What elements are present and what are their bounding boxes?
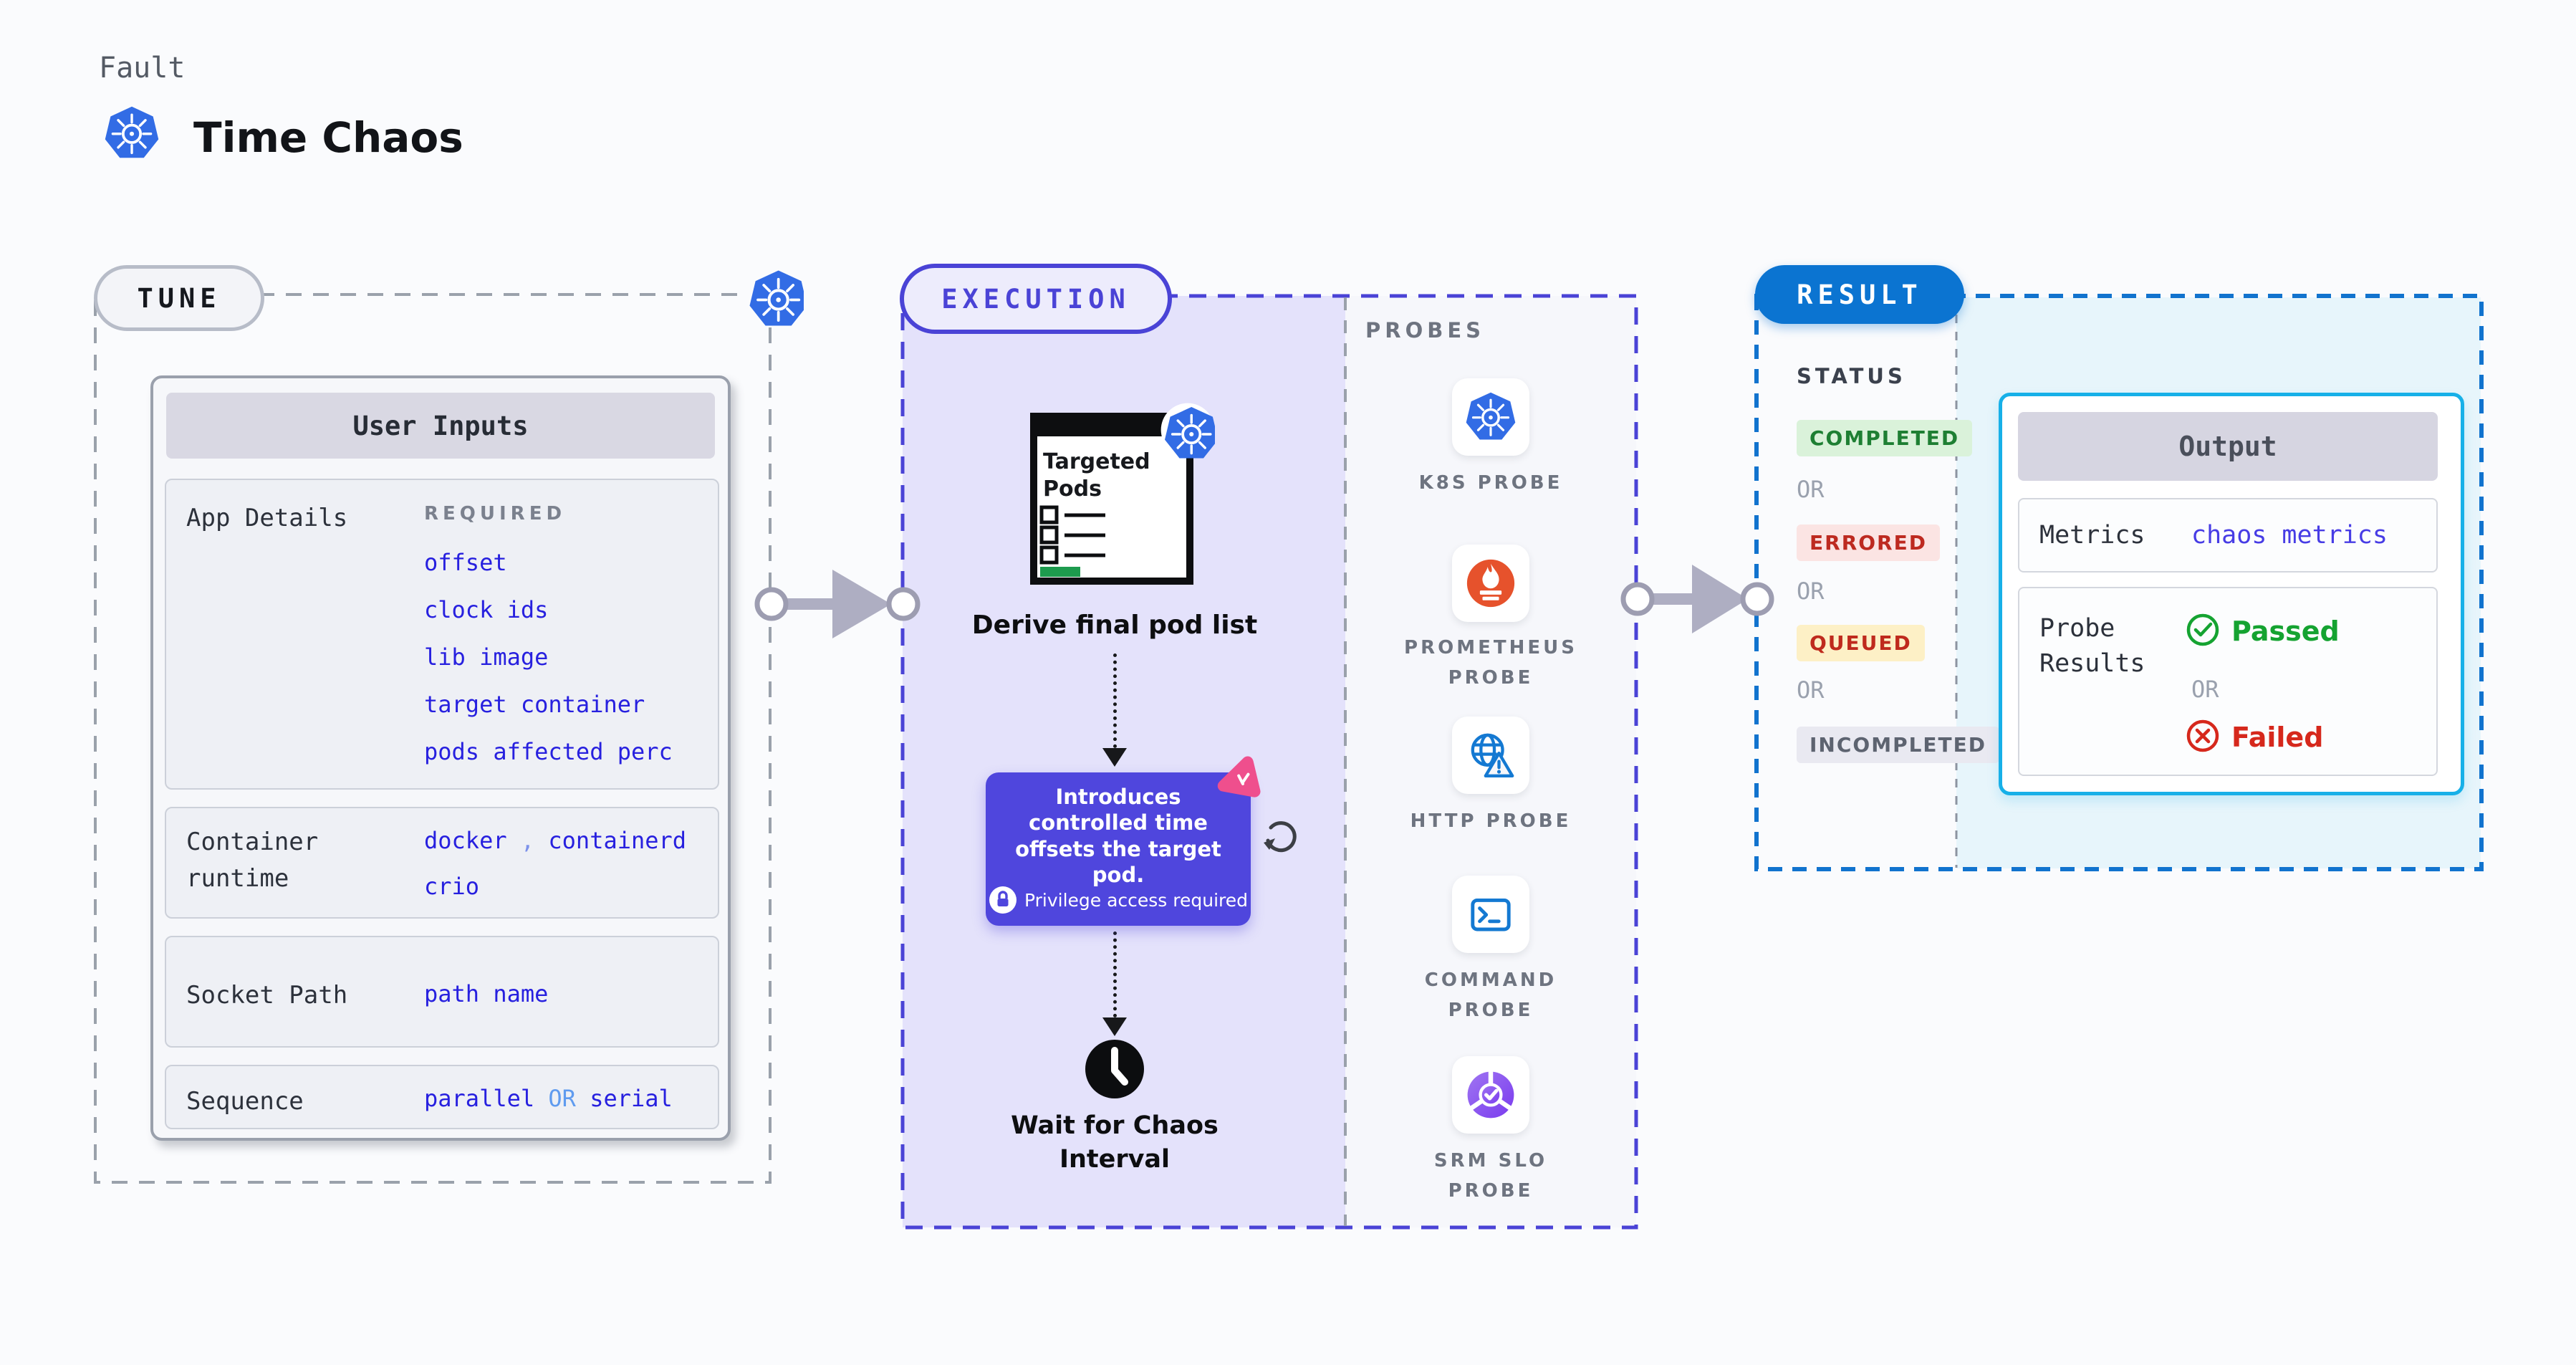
wait-interval-label: Wait for Chaos Interval	[1011, 1111, 1219, 1174]
failed-label: Failed	[2231, 722, 2324, 753]
metrics-row: Metrics chaos metrics	[2018, 498, 2438, 573]
status-incompleted-badge: INCOMPLETED	[1797, 727, 2000, 763]
kubernetes-icon	[105, 105, 159, 162]
link-clock-ids[interactable]: clock ids	[424, 596, 549, 623]
refresh-icon	[1264, 821, 1297, 853]
flow-connector	[1113, 931, 1117, 1017]
app-details-label: App Details	[186, 504, 348, 532]
srm-slo-probe-label: SRM SLO PROBE	[1433, 1150, 1548, 1202]
link-lib-image[interactable]: lib image	[424, 643, 549, 671]
clock-icon	[1085, 1040, 1144, 1098]
http-probe-card	[1452, 717, 1529, 794]
pod-checklist	[1039, 505, 1105, 565]
app-details-section: App Details REQUIRED offset clock ids li…	[165, 479, 719, 790]
lock-icon	[989, 886, 1017, 914]
terminal-icon	[1471, 898, 1511, 931]
page-title: Time Chaos	[193, 113, 463, 162]
fault-kicker: Fault	[99, 52, 186, 85]
sequence-or: OR	[548, 1085, 576, 1112]
output-title: Output	[2018, 412, 2438, 481]
runtime-containerd[interactable]: containerd	[548, 827, 687, 854]
arrow-down-icon	[1102, 748, 1127, 767]
svg-text:Targeted: Targeted	[1043, 449, 1150, 474]
command-probe-card	[1452, 876, 1529, 953]
tooltip-note-text: Privilege access required	[1024, 889, 1249, 911]
runtime-crio[interactable]: crio	[424, 873, 480, 900]
prometheus-probe-card	[1452, 545, 1529, 622]
required-label: REQUIRED	[424, 503, 567, 525]
result-dashed-frame	[1754, 294, 2484, 871]
kubernetes-icon	[1160, 403, 1215, 459]
arrow-execution-to-result	[1620, 565, 1774, 633]
tooltip-note: Privilege access required	[986, 886, 1251, 914]
runtime-docker[interactable]: docker	[424, 827, 507, 854]
k8s-probe-label: K8S PROBE	[1418, 472, 1563, 494]
check-circle-icon	[2186, 613, 2219, 646]
tune-badge: TUNE	[94, 265, 264, 331]
k8s-probe-card	[1452, 378, 1529, 456]
fault-tooltip: Introduces controlled time offsets the t…	[986, 756, 1261, 926]
container-runtime-label: Container runtime	[186, 828, 319, 893]
metrics-label: Metrics	[2039, 521, 2145, 550]
probes-label: PROBES	[1365, 318, 1486, 343]
tune-dashed-frame	[94, 293, 772, 1184]
probe-results-label: Probe Results	[2039, 614, 2145, 678]
http-probe-label: HTTP PROBE	[1410, 810, 1572, 832]
status-or: OR	[1797, 476, 1825, 503]
metrics-value[interactable]: chaos metrics	[2191, 521, 2388, 550]
derive-pod-list-label: Derive final pod list	[971, 610, 1258, 640]
socket-path-label: Socket Path	[186, 981, 348, 1010]
kubernetes-icon	[745, 266, 804, 327]
link-target-container[interactable]: target container	[424, 691, 645, 718]
srm-slo-probe-card	[1452, 1056, 1529, 1134]
probe-results-or: OR	[2191, 676, 2219, 703]
flow-connector	[1113, 653, 1117, 748]
user-inputs-title: User Inputs	[166, 393, 715, 459]
status-queued-badge: QUEUED	[1797, 625, 1925, 661]
arrow-down-icon	[1102, 1017, 1127, 1036]
prometheus-flame-icon	[1466, 559, 1515, 608]
link-offset[interactable]: offset	[424, 549, 507, 576]
sequence-parallel[interactable]: parallel	[424, 1085, 535, 1112]
x-circle-icon	[2186, 719, 2219, 752]
socket-path-value[interactable]: path name	[424, 980, 549, 1007]
status-or: OR	[1797, 578, 1825, 605]
kubernetes-logo	[1466, 391, 1516, 444]
probe-results-row: Probe Results Passed OR Failed	[2018, 587, 2438, 776]
chaos-logo	[1217, 756, 1261, 798]
targeted-pods-icon: Targeted Pods	[1030, 413, 1193, 585]
sequence-values[interactable]: parallel OR serial	[424, 1085, 673, 1112]
status-or: OR	[1797, 676, 1825, 704]
globe-warning-icon	[1471, 733, 1514, 777]
output-box: Output Metrics chaos metrics Probe Resul…	[1999, 393, 2464, 795]
container-runtime-section: Container runtime docker , containerd cr…	[165, 807, 719, 919]
slo-pie-check-icon	[1467, 1071, 1514, 1119]
sequence-label: Sequence	[186, 1087, 304, 1116]
execution-badge: EXECUTION	[900, 264, 1172, 334]
status-completed-badge: COMPLETED	[1797, 420, 1973, 456]
status-label: STATUS	[1797, 364, 1906, 388]
sequence-section: Sequence parallel OR serial	[165, 1065, 719, 1129]
arrow-tune-to-execution	[754, 570, 921, 638]
tooltip-text: Introduces controlled time offsets the t…	[1015, 785, 1221, 887]
result-badge: RESULT	[1755, 265, 1964, 324]
svg-text:Pods: Pods	[1043, 476, 1102, 502]
runtime-separator: ,	[520, 827, 535, 854]
user-inputs-box: User Inputs App Details REQUIRED offset …	[150, 375, 731, 1141]
socket-path-section: Socket Path path name	[165, 936, 719, 1048]
prometheus-probe-label: PROMETHEUS PROBE	[1404, 637, 1577, 689]
passed-label: Passed	[2231, 616, 2340, 647]
sequence-serial[interactable]: serial	[590, 1085, 673, 1112]
link-pods-affected-perc[interactable]: pods affected perc	[424, 738, 673, 765]
runtime-values-line1[interactable]: docker , containerd	[424, 827, 686, 854]
status-errored-badge: ERRORED	[1797, 525, 1940, 561]
command-probe-label: COMMAND PROBE	[1424, 969, 1557, 1021]
